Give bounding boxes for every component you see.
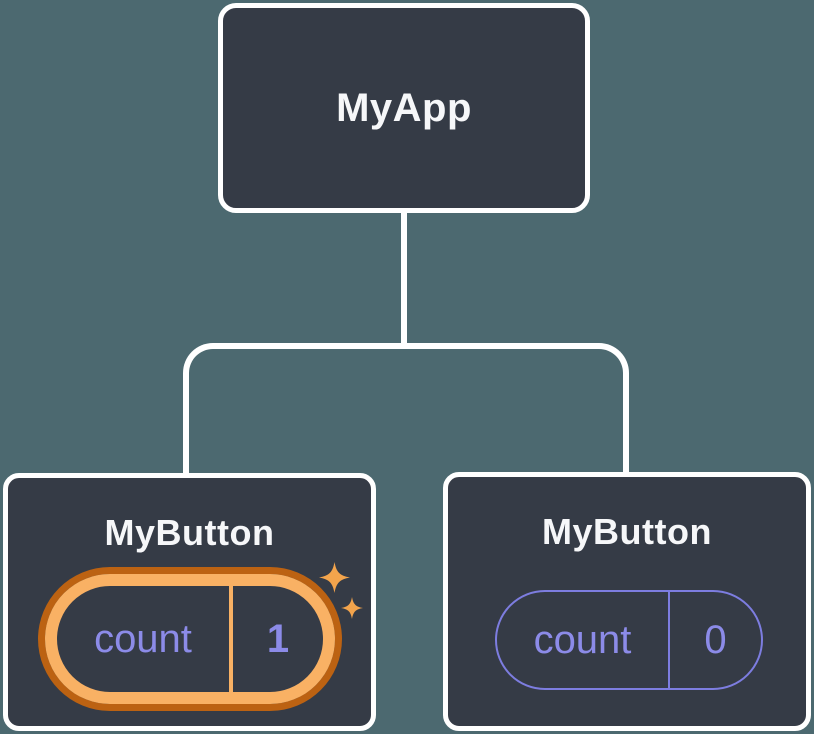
state-name: count bbox=[533, 617, 632, 662]
node-myapp: MyApp bbox=[218, 3, 590, 213]
state-badge-divider bbox=[668, 592, 670, 688]
connector-branch bbox=[183, 343, 629, 474]
node-myapp-label: MyApp bbox=[336, 85, 472, 130]
node-mybutton-highlighted: MyButton count 1 bbox=[3, 473, 376, 731]
state-badge-divider bbox=[229, 586, 233, 692]
state-badge-highlighted: count 1 bbox=[45, 574, 335, 704]
node-mybutton-normal: MyButton count 0 bbox=[443, 472, 811, 731]
state-value: 1 bbox=[266, 616, 290, 661]
state-badge-normal: count 0 bbox=[495, 590, 763, 690]
sparkle-icon-large bbox=[319, 562, 350, 593]
sparkle-icon-small bbox=[341, 597, 363, 619]
state-name: count bbox=[94, 616, 192, 661]
node-mybutton-highlighted-label: MyButton bbox=[104, 512, 275, 553]
connector-stem bbox=[401, 210, 407, 346]
node-mybutton-normal-label: MyButton bbox=[542, 511, 712, 552]
state-value: 0 bbox=[704, 617, 727, 662]
